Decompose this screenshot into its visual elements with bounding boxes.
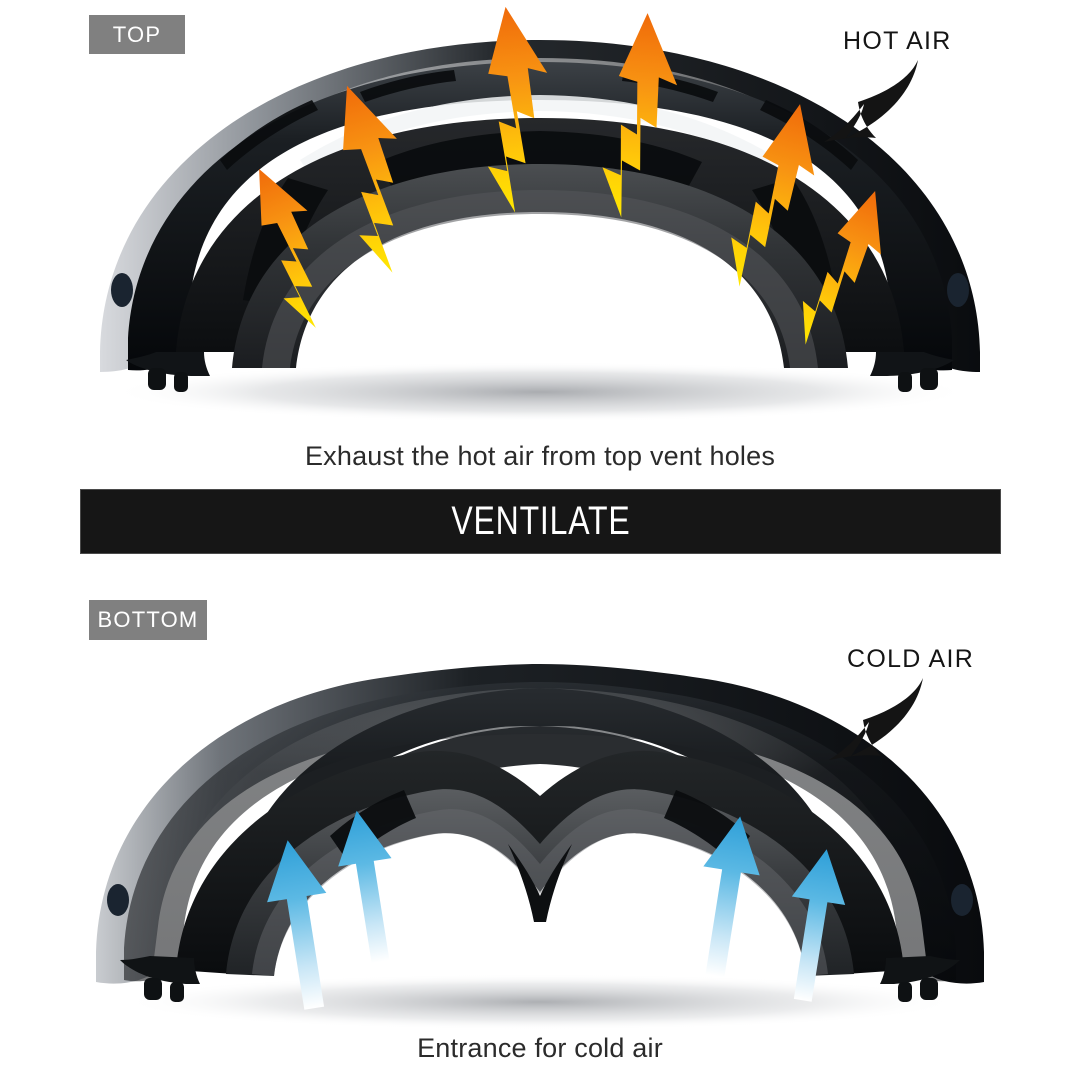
vent-slot xyxy=(760,100,858,170)
strap-clip xyxy=(174,372,188,392)
goggle-foam-outer xyxy=(176,118,904,352)
goggle-foam-channel-outer xyxy=(176,750,904,974)
lightning-bolt-arrow-up-icon xyxy=(802,190,881,345)
strap-clip xyxy=(898,372,912,392)
goggle-bottom-rim xyxy=(880,956,960,984)
lightning-bolt-arrow-up-icon xyxy=(602,13,678,218)
lens-rim-reflection xyxy=(300,95,780,172)
goggle-bottom-illustration xyxy=(0,630,1080,1030)
nose-bridge-notch xyxy=(508,844,572,922)
strap-clip-group xyxy=(144,978,938,1002)
cold-air-flow-arrows xyxy=(267,810,846,1010)
badge-top-view: TOP xyxy=(89,15,185,54)
curved-arrow-down-left-icon xyxy=(824,60,918,142)
straight-arrow-up-icon xyxy=(703,816,760,978)
arch-pad xyxy=(752,178,837,306)
strap-clip xyxy=(148,368,166,390)
strap-anchor xyxy=(107,884,129,916)
vent-slot xyxy=(220,100,318,170)
strap-anchor xyxy=(947,273,969,307)
goggle-top-svg xyxy=(100,6,980,422)
strap-clip xyxy=(920,978,938,1000)
strap-clip xyxy=(144,978,162,1000)
strap-clip xyxy=(898,982,912,1002)
curved-arrow-down-left-icon xyxy=(829,678,923,760)
caption-top-panel: Exhaust the hot air from top vent holes xyxy=(304,441,776,471)
straight-arrow-up-icon xyxy=(338,810,392,964)
hot-air-pointer-arrow xyxy=(824,60,918,142)
floor-shadow xyxy=(120,974,960,1030)
straight-arrow-up-icon xyxy=(267,840,327,1010)
hot-air-flow-arrows xyxy=(259,6,881,345)
goggle-foam-texture xyxy=(262,190,818,368)
lightning-bolt-arrow-up-icon xyxy=(343,85,397,273)
goggle-bottom-rim xyxy=(120,956,200,984)
lightning-bolt-arrow-up-icon xyxy=(731,104,815,287)
ventilate-banner: VENTILATE xyxy=(80,489,1001,554)
cold-air-label: COLD AIR xyxy=(847,645,975,673)
goggle-bottom-svg xyxy=(96,664,984,1030)
goggle-top-illustration xyxy=(0,0,1080,430)
cold-air-pointer-arrow xyxy=(829,678,923,760)
strap-anchor xyxy=(951,884,973,916)
strap-anchor xyxy=(111,273,133,307)
goggle-bottom-rim xyxy=(126,352,210,376)
caption-bottom-panel: Entrance for cold air xyxy=(417,1033,663,1063)
vent-slot xyxy=(360,70,456,102)
strap-clip xyxy=(170,982,184,1002)
strap-clip xyxy=(920,368,938,390)
goggle-shell-body xyxy=(124,682,956,982)
strap-clip-group xyxy=(148,368,938,392)
straight-arrow-up-icon xyxy=(791,849,846,1002)
lightning-bolt-arrow-up-icon xyxy=(487,6,548,213)
arch-pad xyxy=(243,178,328,306)
goggle-foam-texture xyxy=(252,809,828,976)
panel-top-view: TOP HOT AIR Exhaust the hot air from top… xyxy=(0,0,1080,487)
goggle-foam-inner xyxy=(226,789,854,976)
ventilate-banner-label: VENTILATE xyxy=(450,499,631,543)
goggle-bottom-rim xyxy=(870,352,954,376)
lightning-bolt-arrow-up-icon xyxy=(259,169,316,328)
floor-shadow xyxy=(110,362,970,422)
badge-bottom-view: BOTTOM xyxy=(89,600,207,640)
hot-air-label: HOT AIR xyxy=(843,27,952,55)
